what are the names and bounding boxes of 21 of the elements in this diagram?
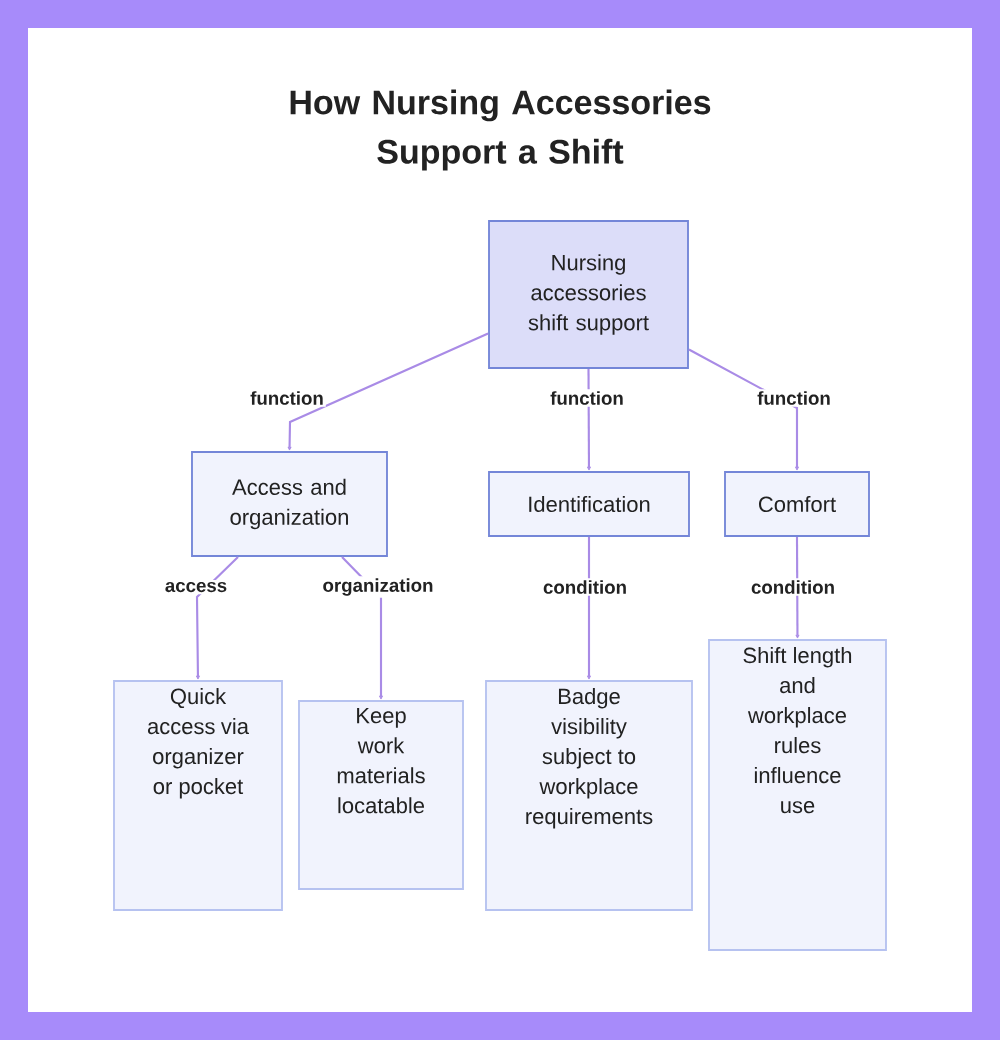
edge-label: organization — [320, 576, 436, 598]
connector — [795, 536, 800, 639]
edge-label: function — [548, 389, 626, 407]
category-box: Access and organization — [191, 451, 388, 557]
edge-label: condition — [541, 578, 629, 596]
connector — [586, 368, 591, 471]
detail-box: Shift length and workplace rules influence use — [708, 639, 887, 951]
detail-box: Badge visibility subject to workplace requirements — [485, 680, 693, 911]
edge-label: function — [248, 389, 326, 407]
title: How Nursing Accessories Support a Shift — [290, 89, 711, 171]
category-box: Identification — [488, 471, 690, 537]
edge-label: function — [755, 389, 833, 407]
connector — [341, 556, 383, 700]
detail-box: Quick access via organizer or pocket — [113, 680, 283, 911]
category-box: Comfort — [724, 471, 870, 537]
connector — [287, 332, 489, 451]
detail-box: Keep work materials locatable — [298, 700, 464, 890]
connector — [586, 536, 591, 680]
root-box: Nursing accessories shift support — [488, 220, 689, 369]
connector — [195, 556, 239, 680]
edge-label: condition — [749, 578, 837, 596]
